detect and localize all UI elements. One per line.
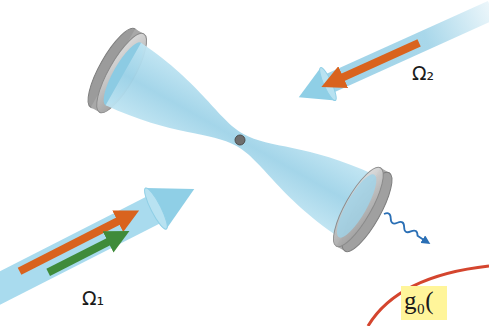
photon-wave xyxy=(382,211,426,242)
highlight xyxy=(401,286,447,320)
atom xyxy=(233,133,247,147)
rabi-frequency-label: Ω₂ xyxy=(412,62,434,84)
pump-beam-1 xyxy=(0,169,205,318)
photon xyxy=(382,211,426,242)
rabi-frequency-label: Ω₁ xyxy=(82,287,104,309)
polarization-arrow xyxy=(339,43,419,79)
red-arc xyxy=(368,266,489,326)
mirror-face xyxy=(325,161,392,252)
coupling-label: g₀( xyxy=(404,287,434,315)
beam-cone-base xyxy=(317,66,339,102)
beam-body xyxy=(324,1,489,93)
beam-body xyxy=(0,195,163,310)
polarization-arrow xyxy=(48,240,112,273)
pump-beam-2 xyxy=(291,0,489,114)
mirror-coating xyxy=(330,170,383,243)
beam-cone-base xyxy=(141,186,171,232)
